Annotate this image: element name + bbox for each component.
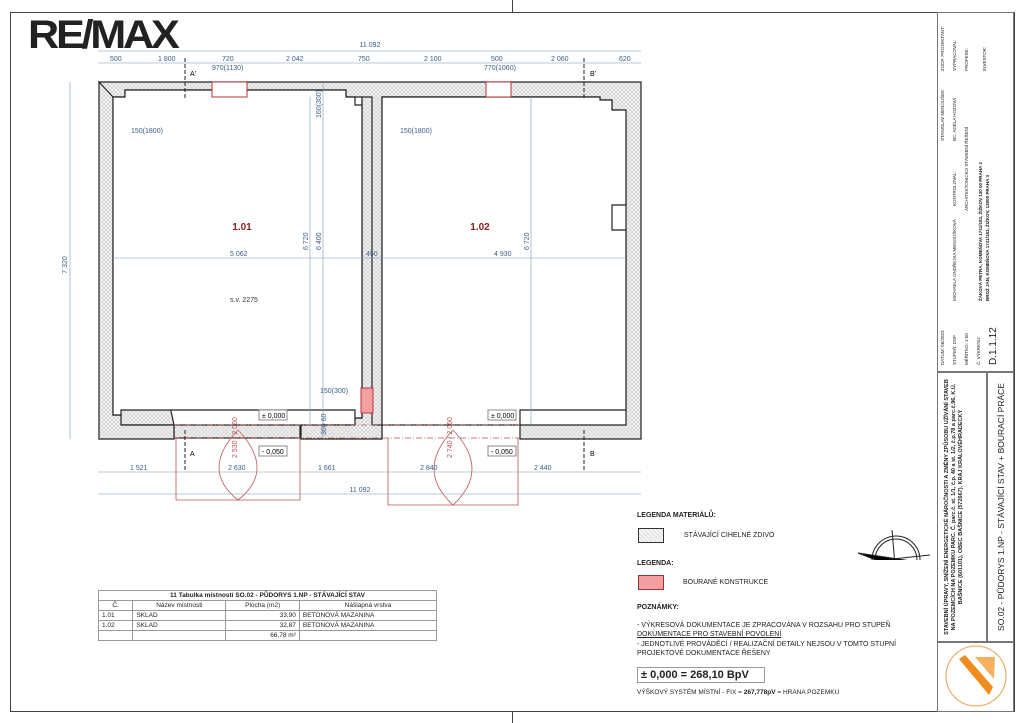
table-total-row: 66,78 m²: [97, 630, 438, 641]
dim-top: 970(1130): [212, 65, 243, 72]
dim-room1-height2: 6 400: [316, 232, 323, 250]
title-block: STAVEBNÍ ÚPRAVY, SNÍŽENÍ ENERGETICKÉ NÁR…: [937, 12, 1014, 712]
table-title: 11 Tabulka místností SO.02 - PŮDORYS 1.N…: [98, 590, 437, 601]
dim-top: 620: [619, 56, 631, 63]
section-markers: A' B' A B: [190, 71, 596, 458]
legend-title: LEGENDA:: [637, 560, 674, 567]
dim-room2-width: 4 930: [494, 251, 512, 258]
dim-total-top: 11 092: [360, 42, 381, 49]
north-arrow-icon: [857, 529, 931, 560]
dim-vent: 160(300): [316, 90, 323, 118]
dim-vent: 300 60: [321, 413, 328, 435]
dim-top: 500: [110, 56, 122, 63]
info-table: ZODP. PROJEKTANT:STANISLAV MENOUŠEK VYPR…: [937, 12, 1014, 372]
dim-top: 500: [491, 56, 503, 63]
floor-plan: 11 092 500 1 800 720 970(1130) 2 042 750…: [62, 42, 931, 560]
dim-total-bottom: 11 092: [350, 487, 371, 494]
dim-vent: 150(1800): [400, 128, 432, 135]
svg-text:- 0,050: - 0,050: [491, 449, 513, 456]
dim-top: 2 100: [424, 56, 442, 63]
sheet-frame: [10, 12, 1015, 712]
fold-mark-bottom: [512, 712, 513, 723]
dim-mid-wall: 450: [366, 251, 378, 258]
dim-vent: 150(1800): [131, 128, 163, 135]
svg-text:± 0,000: ± 0,000: [491, 413, 514, 420]
cislo-label: Č. VÝKRESU:: [976, 336, 981, 365]
dim-bottom: 1 521: [130, 465, 148, 472]
dim-top: 720: [222, 56, 234, 63]
svg-text:B: B: [590, 451, 595, 458]
demolished-windows: [211, 81, 512, 414]
dim-top: 2 060: [551, 56, 569, 63]
svg-text:- 0,050: - 0,050: [262, 449, 284, 456]
stupen: STUPEŇ: DSP: [952, 334, 957, 365]
dim-door1: 2 530 / 2 060: [232, 417, 239, 458]
notes-title: POZNÁMKY:: [637, 604, 679, 611]
dim-room1-height: 6 720: [303, 232, 310, 250]
drawing-title: SO.02 - PŮDORYS 1.NP - STÁVAJÍCÍ STAV + …: [987, 372, 1014, 642]
brick-swatch: [638, 528, 664, 543]
remax-logo: RE/MAX: [28, 13, 180, 57]
dim-vent: 150(300): [320, 388, 348, 395]
svg-text:A': A': [190, 71, 196, 78]
architect-logo-icon: [937, 642, 1014, 712]
room-label-1-01: 1.01: [232, 222, 252, 233]
dim-top: 2 042: [286, 56, 304, 63]
demolished-swatch: [638, 575, 664, 590]
dim-bottom: 1 661: [318, 465, 336, 472]
legend-materials-title: LEGENDA MATERIÁLŮ:: [637, 512, 716, 519]
dim-bottom: 2 840: [420, 465, 438, 472]
note-2: - JEDNOTLIVÉ PROVÁDĚCÍ / REALIZAČNÍ DETA…: [637, 641, 897, 657]
project-title: STAVEBNÍ ÚPRAVY, SNÍŽENÍ ENERGETICKÉ NÁR…: [937, 372, 987, 642]
svg-text:A: A: [190, 451, 195, 458]
drawing-number: D.1.1.12: [988, 327, 999, 365]
dim-door2: 2 740 / 2 060: [447, 417, 454, 458]
datum: DATUM: 06/2023: [940, 330, 945, 365]
legend-demolished: BOURANÉ KONSTRUKCE: [683, 579, 769, 586]
height-system: VÝŠKOVÝ SYSTÉM MÍSTNÍ - FIX = 267,778pV …: [637, 689, 840, 696]
walls: [98, 80, 642, 440]
svg-text:B': B': [590, 71, 596, 78]
dim-bottom: 2 440: [534, 465, 552, 472]
dim-room2-height: 6 720: [524, 232, 531, 250]
svg-text:± 0,000: ± 0,000: [262, 413, 285, 420]
dim-top: 750: [358, 56, 370, 63]
section-lines: [184, 58, 585, 470]
dim-bottom: 2 630: [228, 465, 246, 472]
note-1: - VÝKRESOVÁ DOKUMENTACE JE ZPRACOVÁNA V …: [637, 622, 891, 638]
room-note: s.v. 2275: [230, 297, 258, 304]
dim-top: 770(1060): [484, 65, 516, 72]
dim-top: 1 800: [158, 56, 176, 63]
dim-left: 7 320: [62, 256, 69, 274]
elevation-box: ± 0,000 = 268,10 BpV: [637, 667, 765, 683]
fold-mark-top: [512, 0, 513, 12]
demolished-niche: [360, 387, 374, 414]
meritko: MĚŘÍTKO: 1:50: [964, 333, 969, 365]
doors: [174, 424, 520, 506]
level-markers: ± 0,000 ± 0,000 - 0,050 - 0,050: [258, 409, 517, 457]
dim-room1-width: 5 062: [230, 251, 248, 258]
legend-brick: STÁVAJÍCÍ CIHELNÉ ZDIVO: [684, 532, 775, 539]
room-table: 11 Tabulka místností SO.02 - PŮDORYS 1.N…: [97, 590, 438, 641]
dimension-lines: [69, 50, 641, 495]
room-label-1-02: 1.02: [470, 222, 490, 233]
